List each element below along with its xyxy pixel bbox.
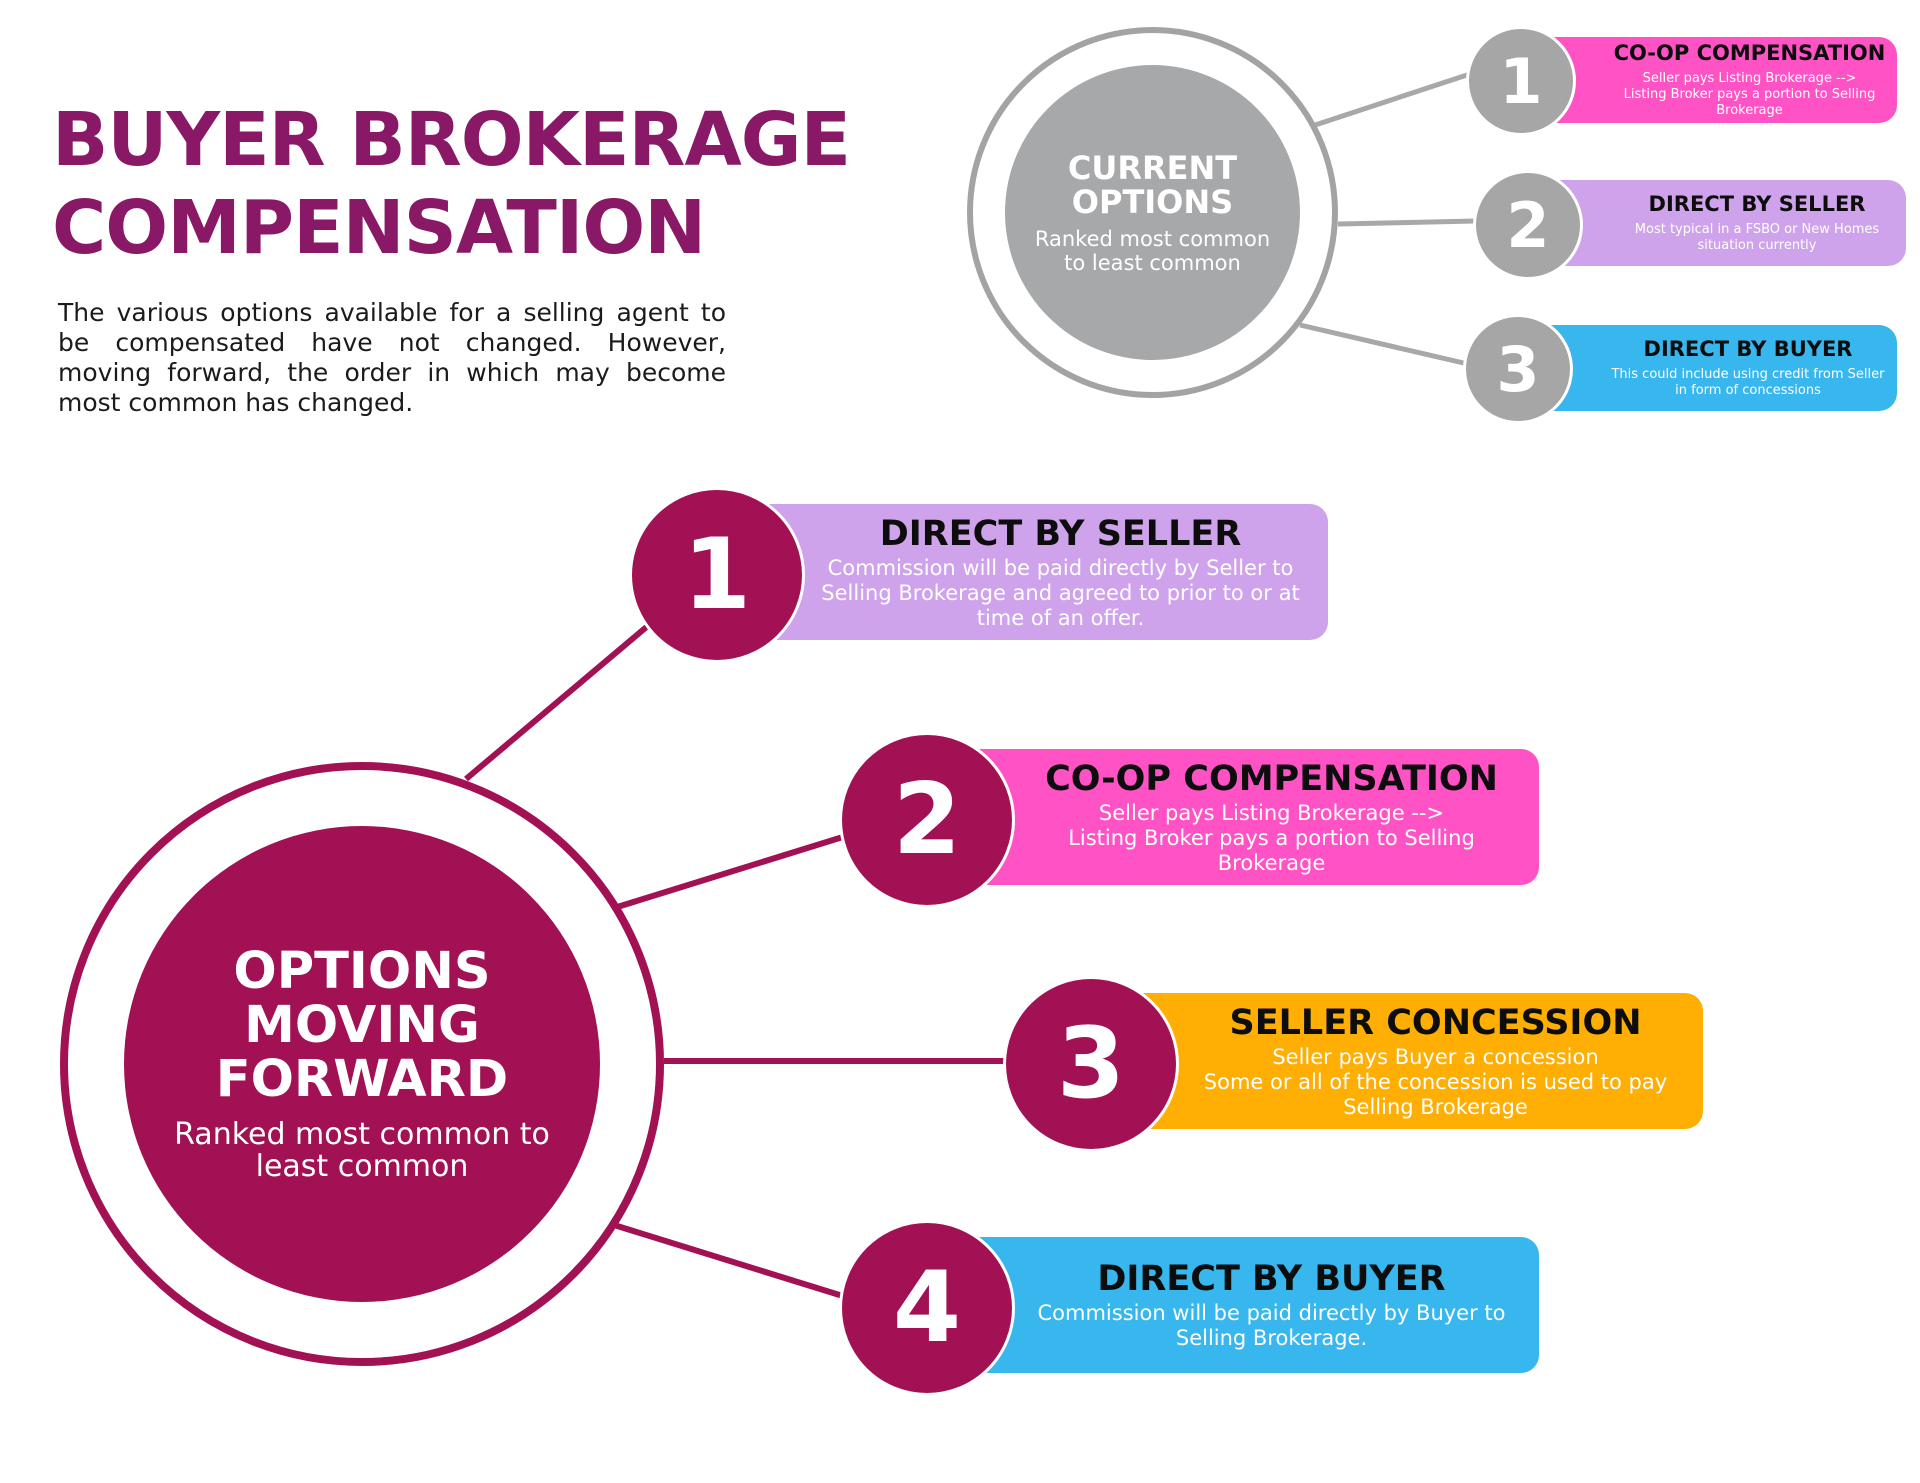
current-option-1-number: 1	[1466, 26, 1576, 136]
current-option-3-number: 3	[1463, 314, 1573, 424]
current-options-hub: CURRENT OPTIONS Ranked most common to le…	[1005, 65, 1300, 360]
current-options-title-line-2: OPTIONS	[1071, 182, 1234, 221]
forward-options-title-line-3: FORWARD	[215, 1050, 509, 1109]
forward-option-1-number: 1	[629, 487, 805, 663]
forward-option-2-number: 2	[839, 732, 1015, 908]
page-title: BUYER BROKERAGE COMPENSATION	[52, 96, 932, 272]
forward-option-1-body: Commission will be paid directly by Sell…	[821, 555, 1300, 630]
current-options-subtitle: Ranked most common to least common	[1034, 226, 1271, 275]
current-option-1-title: CO-OP COMPENSATION	[1613, 41, 1886, 65]
current-option-3-body: This could include using credit from Sel…	[1611, 367, 1885, 398]
current-option-1-body: Seller pays Listing Brokerage --> Listin…	[1623, 71, 1876, 118]
current-option-2-number: 2	[1473, 170, 1583, 280]
forward-options-hub: OPTIONS MOVING FORWARD Ranked most commo…	[124, 826, 600, 1302]
forward-options-title-line-2: MOVING	[244, 996, 480, 1055]
forward-options-subtitle: Ranked most common to least common	[174, 1117, 550, 1184]
forward-option-3-number: 3	[1003, 976, 1179, 1152]
forward-connector-1	[464, 621, 652, 782]
forward-options-title-line-1: OPTIONS	[233, 942, 491, 1001]
page-title-line-1: BUYER BROKERAGE	[52, 97, 851, 183]
current-option-2-body: Most typical in a FSBO or New Homes situ…	[1634, 222, 1880, 253]
current-connector-3	[1299, 322, 1469, 367]
forward-option-4-title: DIRECT BY BUYER	[1097, 1259, 1446, 1299]
current-option-2-title: DIRECT BY SELLER	[1648, 192, 1866, 216]
forward-option-3-body: Seller pays Buyer a concession Some or a…	[1203, 1044, 1668, 1119]
current-connector-1	[1299, 71, 1471, 133]
page-title-line-2: COMPENSATION	[52, 185, 706, 271]
forward-option-2-title: CO-OP COMPENSATION	[1045, 758, 1498, 799]
forward-option-3-title: SELLER CONCESSION	[1229, 1002, 1642, 1043]
forward-options-title: OPTIONS MOVING FORWARD	[216, 945, 509, 1107]
current-connector-2	[1337, 218, 1477, 227]
forward-option-4-body: Commission will be paid directly by Buye…	[1037, 1301, 1506, 1350]
current-options-title-line-1: CURRENT	[1067, 148, 1238, 187]
forward-connector-2	[613, 833, 847, 911]
forward-connector-4	[613, 1222, 847, 1300]
current-option-3-title: DIRECT BY BUYER	[1643, 337, 1853, 361]
forward-option-1-title: DIRECT BY SELLER	[879, 513, 1242, 554]
current-options-title: CURRENT OPTIONS	[1068, 151, 1237, 219]
forward-option-card-3: SELLER CONCESSION Seller pays Buyer a co…	[1030, 993, 1703, 1129]
forward-option-4-number: 4	[839, 1220, 1015, 1396]
intro-paragraph: The various options available for a sell…	[58, 298, 726, 417]
forward-option-2-body: Seller pays Listing Brokerage --> Listin…	[1068, 800, 1475, 875]
